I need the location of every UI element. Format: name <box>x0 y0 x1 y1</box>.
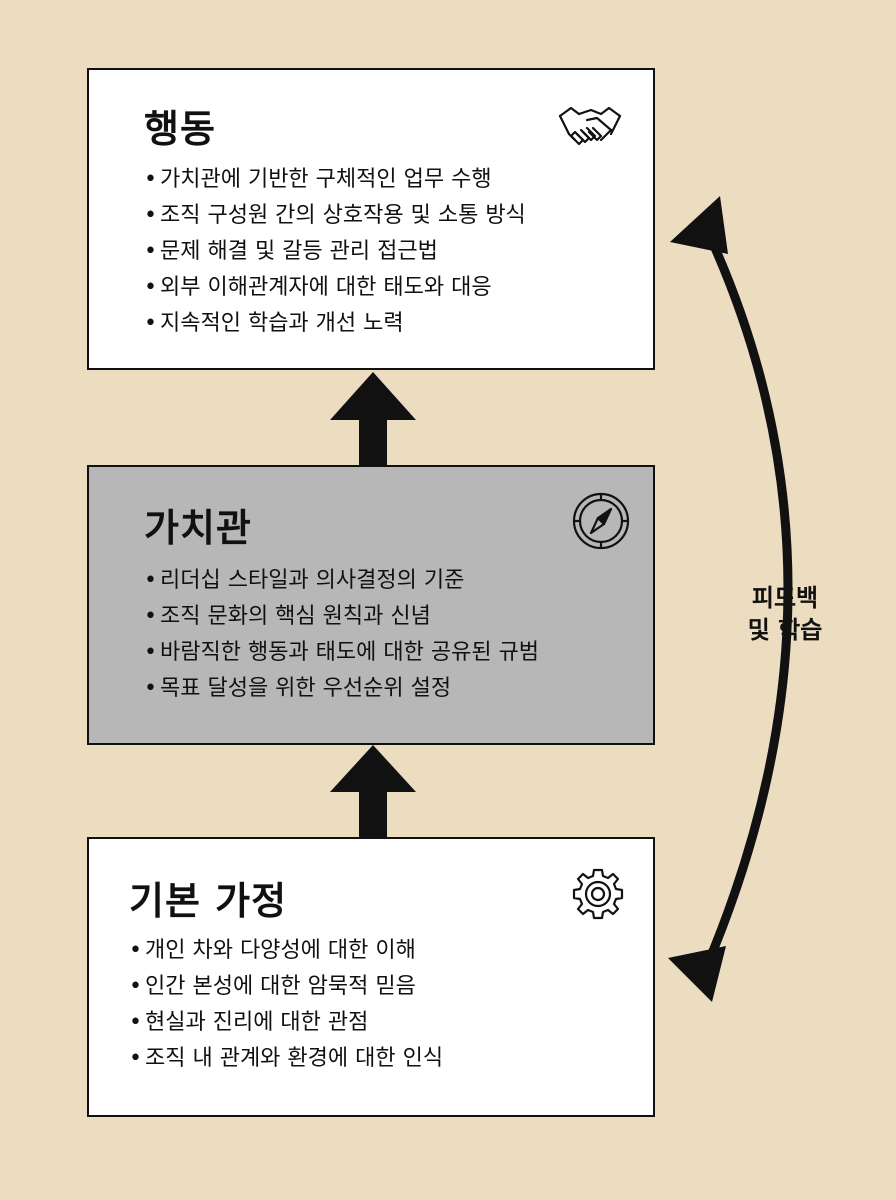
list-item: 조직 문화의 핵심 원칙과 신념 <box>144 599 539 635</box>
assumptions-box: 기본 가정 개인 차와 다양성에 대한 이해 인간 본성에 대한 암묵적 믿음 … <box>87 837 655 1117</box>
list-item: 조직 내 관계와 환경에 대한 인식 <box>129 1041 443 1077</box>
behavior-box: 행동 가치관에 기반한 구체적인 업무 수행 조직 구성원 간의 상호작용 및 … <box>87 68 655 370</box>
list-item: 문제 해결 및 갈등 관리 접근법 <box>144 234 526 270</box>
list-item: 목표 달성을 위한 우선순위 설정 <box>144 671 539 707</box>
assumptions-title: 기본 가정 <box>129 879 288 923</box>
gear-icon <box>571 867 625 925</box>
list-item: 조직 구성원 간의 상호작용 및 소통 방식 <box>144 198 526 234</box>
feedback-arrowhead-top <box>670 196 728 254</box>
list-item: 인간 본성에 대한 암묵적 믿음 <box>129 969 443 1005</box>
list-item: 현실과 진리에 대한 관점 <box>129 1005 443 1041</box>
values-list: 리더십 스타일과 의사결정의 기준 조직 문화의 핵심 원칙과 신념 바람직한 … <box>144 563 539 707</box>
feedback-label-line2: 및 학습 <box>747 616 823 644</box>
behavior-title: 행동 <box>144 107 216 151</box>
values-title: 가치관 <box>144 506 252 550</box>
behavior-list: 가치관에 기반한 구체적인 업무 수행 조직 구성원 간의 상호작용 및 소통 … <box>144 162 526 342</box>
feedback-label: 피드백 및 학습 <box>725 582 845 646</box>
up-arrow-assumptions-to-values <box>330 745 416 838</box>
feedback-label-line1: 피드백 <box>751 584 819 612</box>
up-arrow-values-to-behavior <box>330 372 416 466</box>
compass-icon <box>571 491 631 555</box>
feedback-curve-arrow <box>668 196 793 1002</box>
feedback-arrowhead-bottom <box>668 946 726 1002</box>
list-item: 개인 차와 다양성에 대한 이해 <box>129 933 443 969</box>
list-item: 외부 이해관계자에 대한 태도와 대응 <box>144 270 526 306</box>
assumptions-list: 개인 차와 다양성에 대한 이해 인간 본성에 대한 암묵적 믿음 현실과 진리… <box>129 933 443 1077</box>
list-item: 바람직한 행동과 태도에 대한 공유된 규범 <box>144 635 539 671</box>
list-item: 가치관에 기반한 구체적인 업무 수행 <box>144 162 526 198</box>
list-item: 지속적인 학습과 개선 노력 <box>144 306 526 342</box>
handshake-icon <box>557 100 623 156</box>
values-box: 가치관 리더십 스타일과 의사결정의 기준 조직 문화의 핵심 원칙과 신념 바… <box>87 465 655 745</box>
list-item: 리더십 스타일과 의사결정의 기준 <box>144 563 539 599</box>
